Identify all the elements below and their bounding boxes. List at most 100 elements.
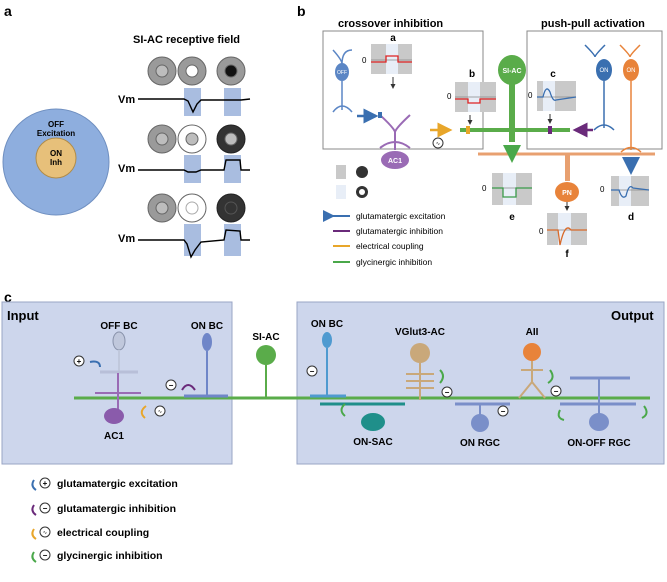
on-sac-soma — [361, 413, 385, 431]
svg-text:f: f — [565, 249, 569, 260]
vm-trace-1 — [138, 98, 251, 114]
svg-text:c: c — [550, 69, 556, 80]
panel-a-title: SI-AC receptive field — [133, 34, 240, 46]
svg-text:−: − — [445, 388, 450, 397]
svg-text:a: a — [390, 33, 396, 44]
pushpull-box — [526, 30, 663, 150]
off-bc-label: OFF BC — [100, 321, 137, 332]
input-label: Input — [7, 308, 39, 323]
minus-icon-2 — [306, 365, 318, 377]
svg-text:−: − — [310, 367, 315, 376]
on-rgc-label: ON RGC — [460, 438, 500, 449]
svg-text:0: 0 — [447, 92, 452, 101]
panel-b-legend: glutamatergic excitation glutamatergic i… — [323, 210, 446, 267]
ac1-label-c: AC1 — [104, 431, 124, 442]
svg-text:0: 0 — [482, 184, 487, 193]
gap-junction-icon — [432, 137, 444, 149]
svg-text:−: − — [43, 551, 48, 560]
stimulus-row-2 — [147, 124, 246, 154]
svg-text:−: − — [169, 381, 174, 390]
vm-label-1: Vm — [118, 94, 135, 106]
svg-text:glutamatergic excitation: glutamatergic excitation — [356, 211, 446, 221]
minus-icon-4 — [497, 405, 509, 417]
panel-c-legend: + glutamatergic excitation − glutamaterg… — [31, 477, 178, 563]
svg-text:0: 0 — [528, 91, 533, 100]
on-bc-left-label: ON BC — [191, 321, 223, 332]
ac1-label: AC1 — [388, 158, 402, 165]
trace-f: f 0 — [539, 202, 587, 260]
surround-label-2: Excitation — [37, 129, 75, 138]
trace-d: d 0 — [600, 176, 650, 223]
svg-text:0: 0 — [539, 227, 544, 236]
aii-soma — [523, 343, 541, 361]
siac-cell — [498, 55, 526, 85]
on-off-rgc-label: ON-OFF RGC — [567, 438, 630, 449]
vm-trace-2 — [138, 159, 250, 173]
pn-cell — [555, 182, 579, 202]
svg-text:0: 0 — [362, 56, 367, 65]
svg-text:−: − — [501, 407, 506, 416]
svg-text:∿: ∿ — [43, 530, 47, 536]
vglut3-label: VGlut3-AC — [395, 327, 445, 338]
vm-label-2: Vm — [118, 163, 135, 175]
stimulus-row-1 — [147, 56, 246, 86]
svg-text:glycinergic inhibition: glycinergic inhibition — [356, 257, 432, 267]
minus-icon-5 — [550, 385, 562, 397]
panel-c: c Input Output OFF BC + AC1 ∿ ON BC − — [1, 289, 665, 563]
panel-b-letter: b — [297, 3, 306, 19]
vglut3-soma — [410, 343, 430, 363]
trace-a: a 0 — [362, 33, 412, 89]
center-label-1: ON — [50, 149, 62, 158]
on-bc-left-soma — [202, 333, 212, 351]
off-label: OFF — [337, 70, 347, 76]
output-region — [296, 301, 665, 465]
svg-text:+: + — [77, 357, 82, 366]
svg-text:glycinergic inhibition: glycinergic inhibition — [57, 550, 163, 562]
panel-b: b crossover inhibition push-pull activat… — [297, 3, 663, 267]
svg-text:glutamatergic excitation: glutamatergic excitation — [57, 478, 178, 490]
center-label-2: Inh — [50, 158, 62, 167]
on-off-rgc-soma — [589, 413, 609, 431]
vm-trace-3 — [138, 229, 250, 259]
svg-text:−: − — [554, 387, 559, 396]
svg-text:d: d — [628, 212, 634, 223]
trace-e: e 0 — [482, 173, 532, 223]
trace-b: b 0 — [447, 69, 496, 125]
on-cell-blue — [596, 59, 612, 81]
gap-junction-icon-c — [154, 405, 166, 417]
ac1-cell — [381, 151, 409, 169]
svg-text:glutamatergic inhibition: glutamatergic inhibition — [57, 503, 176, 515]
on-label-blue: ON — [600, 68, 609, 74]
trace-c: c 0 — [528, 69, 577, 124]
pushpull-title: push-pull activation — [541, 18, 645, 30]
off-cell — [335, 63, 349, 81]
ac1-soma — [104, 408, 124, 424]
surround-label-1: OFF — [48, 120, 64, 129]
vm-label-3: Vm — [118, 233, 135, 245]
panel-c-letter: c — [4, 289, 12, 305]
on-rgc-soma — [471, 414, 489, 432]
crossover-title: crossover inhibition — [338, 18, 443, 30]
aii-label: AII — [526, 327, 539, 338]
svg-text:+: + — [43, 479, 48, 488]
on-cell-orange — [623, 59, 639, 81]
receptive-field-center — [35, 137, 77, 179]
svg-text:∿: ∿ — [436, 141, 440, 147]
svg-text:electrical coupling: electrical coupling — [356, 241, 424, 251]
siac-label-c: SI-AC — [252, 332, 279, 343]
svg-text:e: e — [509, 212, 515, 223]
off-bc-soma — [112, 331, 126, 351]
panel-a: a SI-AC receptive field OFF Excitation O… — [2, 3, 251, 259]
svg-text:−: − — [43, 504, 48, 513]
output-label: Output — [611, 308, 654, 323]
plus-icon — [73, 355, 85, 367]
svg-text:b: b — [469, 69, 475, 80]
siac-soma — [256, 345, 276, 365]
on-label-orange: ON — [627, 68, 636, 74]
minus-icon-3 — [441, 386, 453, 398]
siac-label: SI-AC — [502, 68, 521, 75]
stimulus-row-3 — [147, 193, 246, 223]
on-bc-right-soma — [322, 332, 332, 348]
svg-text:0: 0 — [600, 185, 605, 194]
